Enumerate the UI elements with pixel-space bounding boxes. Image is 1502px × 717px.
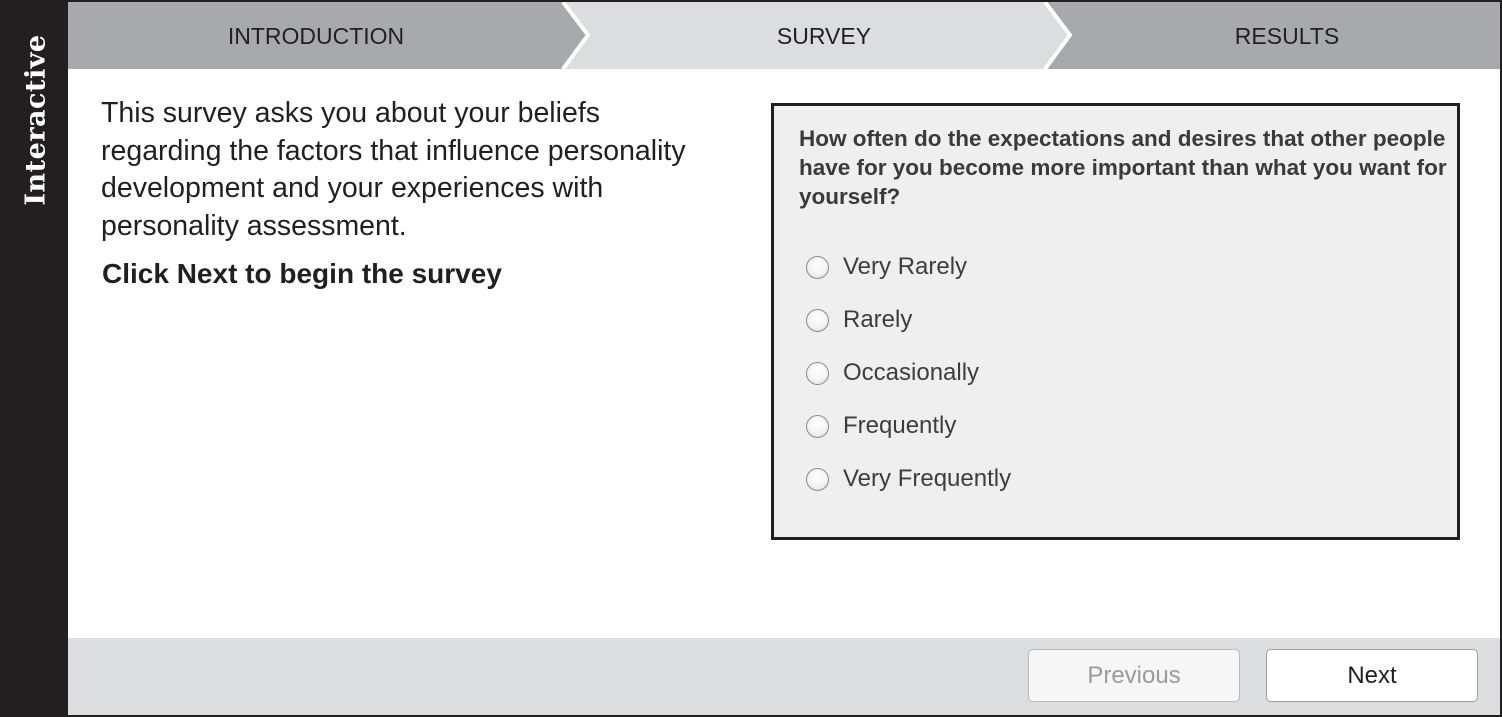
option-label[interactable]: Very Frequently bbox=[843, 465, 1012, 492]
intro-description: This survey asks you about your beliefs … bbox=[101, 97, 686, 242]
step-survey[interactable]: SURVEY bbox=[776, 23, 872, 49]
radio-button[interactable] bbox=[806, 361, 829, 385]
radio-button[interactable] bbox=[806, 255, 829, 279]
option-very-rarely[interactable]: Very Rarely bbox=[806, 252, 967, 282]
step-introduction[interactable]: INTRODUCTION bbox=[227, 23, 405, 49]
option-very-frequently[interactable]: Very Frequently bbox=[806, 464, 1011, 494]
option-frequently[interactable]: Frequently bbox=[806, 411, 956, 441]
side-strip: Interactive bbox=[2, 2, 68, 715]
step-divider-1 bbox=[561, 2, 591, 69]
step-results-shape[interactable] bbox=[1047, 2, 1500, 69]
step-divider-2 bbox=[1043, 2, 1073, 69]
next-button[interactable]: Next bbox=[1266, 649, 1478, 702]
option-rarely[interactable]: Rarely bbox=[806, 305, 912, 335]
intro-call-to-action: Click Next to begin the survey bbox=[102, 258, 502, 289]
survey-question: How often do the expectations and desire… bbox=[799, 126, 1447, 209]
radio-button[interactable] bbox=[806, 308, 829, 332]
step-survey-shape[interactable] bbox=[565, 2, 1070, 69]
option-label[interactable]: Occasionally bbox=[843, 359, 980, 386]
step-results[interactable]: RESULTS bbox=[1234, 23, 1340, 49]
option-label[interactable]: Frequently bbox=[843, 412, 957, 439]
option-label[interactable]: Very Rarely bbox=[843, 253, 968, 280]
option-occasionally[interactable]: Occasionally bbox=[806, 358, 979, 388]
previous-button[interactable]: Previous bbox=[1028, 649, 1240, 702]
step-arrows bbox=[68, 2, 1500, 69]
survey-question-card: How often do the expectations and desire… bbox=[771, 103, 1460, 540]
step-introduction-shape[interactable] bbox=[68, 2, 588, 69]
footer-bar: Previous Next bbox=[68, 638, 1500, 715]
option-label[interactable]: Rarely bbox=[843, 306, 913, 333]
radio-button[interactable] bbox=[806, 467, 829, 491]
interactive-label: Interactive bbox=[20, 34, 52, 206]
radio-button[interactable] bbox=[806, 414, 829, 438]
step-navigation: INTRODUCTION SURVEY RESULTS bbox=[68, 2, 1500, 69]
